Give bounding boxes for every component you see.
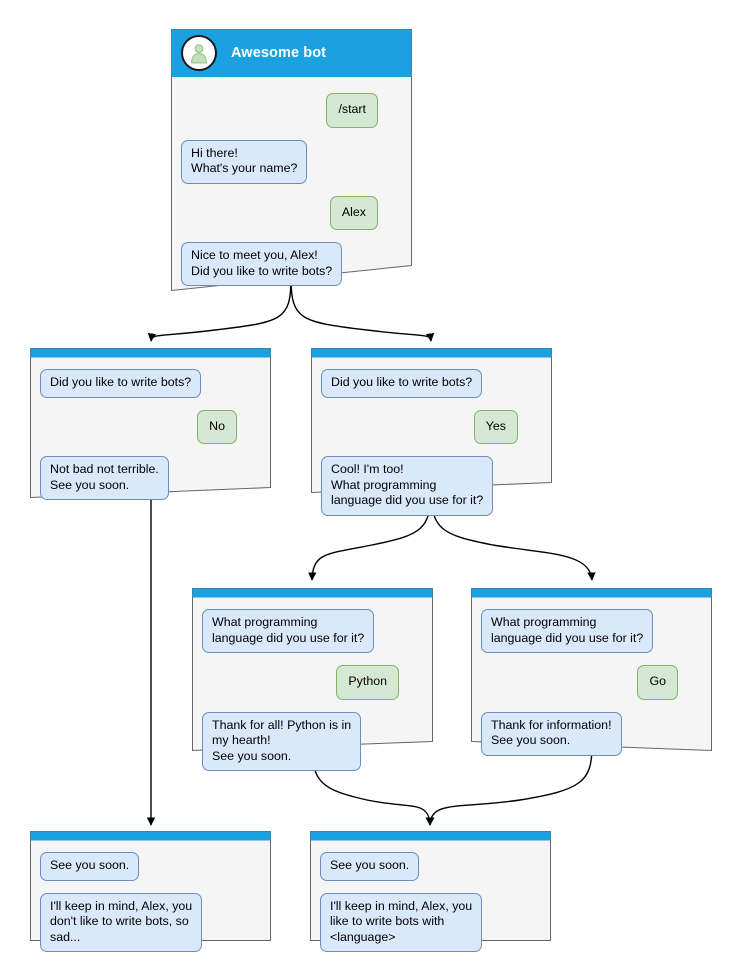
root-chat-area: /start Hi there! What's your name? Alex … (171, 83, 412, 298)
user-message-bubble[interactable]: Yes (473, 409, 518, 444)
end-happy-chat-area: See you soon. I'll keep in mind, Alex, y… (310, 842, 551, 964)
message-row: See you soon. (320, 852, 541, 881)
user-message-bubble[interactable]: /start (326, 93, 378, 128)
bot-message-bubble[interactable]: Did you like to write bots? (321, 369, 483, 398)
bot-message-bubble[interactable]: Thank for information! See you soon. (481, 711, 622, 756)
node-go-branch[interactable]: What programming language did you use fo… (471, 588, 712, 756)
message-row: What programming language did you use fo… (481, 609, 702, 653)
node-root[interactable]: Awesome bot /start Hi there! What's your… (171, 29, 412, 291)
node-header-strip (30, 348, 271, 357)
message-row: Hi there! What's your name? (181, 139, 402, 184)
bot-message-bubble[interactable]: What programming language did you use fo… (481, 609, 654, 653)
node-header-strip (311, 348, 552, 357)
message-row: What programming language did you use fo… (202, 609, 423, 653)
bot-message-bubble[interactable]: See you soon. (40, 852, 140, 881)
bot-message-bubble[interactable]: What programming language did you use fo… (202, 609, 375, 653)
yes-branch-chat-area: Did you like to write bots? Yes Cool! I'… (311, 359, 552, 528)
end-sad-chat-area: See you soon. I'll keep in mind, Alex, y… (30, 842, 271, 964)
user-message-bubble[interactable]: No (197, 409, 237, 444)
person-avatar-icon (181, 35, 217, 71)
message-row: See you soon. (40, 852, 261, 881)
message-row: I'll keep in mind, Alex, you don't like … (40, 892, 261, 952)
go-branch-chat-area: What programming language did you use fo… (471, 599, 712, 768)
bot-message-bubble[interactable]: See you soon. (320, 852, 420, 881)
bot-message-bubble[interactable]: Nice to meet you, Alex! Did you like to … (181, 242, 343, 286)
message-row: Did you like to write bots? (321, 369, 542, 398)
bot-message-bubble[interactable]: Not bad not terrible. See you soon. (40, 456, 169, 500)
bot-message-bubble[interactable]: Thank for all! Python is in my hearth! S… (202, 711, 362, 771)
message-row: I'll keep in mind, Alex, you like to wri… (320, 892, 541, 952)
user-message-bubble[interactable]: Alex (329, 195, 378, 230)
node-header-strip (471, 588, 712, 597)
user-message-bubble[interactable]: Python (336, 665, 399, 700)
python-branch-chat-area: What programming language did you use fo… (192, 599, 433, 783)
message-row: Thank for all! Python is in my hearth! S… (202, 711, 423, 771)
message-row: Yes (321, 409, 542, 444)
message-row: Alex (181, 195, 402, 230)
message-row: Did you like to write bots? (40, 369, 261, 398)
bot-message-bubble[interactable]: Did you like to write bots? (40, 369, 202, 398)
message-row: No (40, 409, 261, 444)
bot-message-bubble[interactable]: I'll keep in mind, Alex, you like to wri… (320, 892, 483, 952)
node-header-strip (192, 588, 433, 597)
message-row: Not bad not terrible. See you soon. (40, 456, 261, 500)
node-header-strip (310, 831, 551, 840)
bot-message-bubble[interactable]: Cool! I'm too! What programming language… (321, 456, 494, 516)
node-no-branch[interactable]: Did you like to write bots? No Not bad n… (30, 348, 271, 500)
root-titlebar: Awesome bot (171, 29, 412, 77)
node-header-strip (30, 831, 271, 840)
message-row: Go (481, 665, 702, 700)
no-branch-chat-area: Did you like to write bots? No Not bad n… (30, 359, 271, 512)
message-row: Nice to meet you, Alex! Did you like to … (181, 242, 402, 286)
user-message-bubble[interactable]: Go (637, 665, 678, 700)
bot-message-bubble[interactable]: Hi there! What's your name? (181, 139, 308, 184)
node-python-branch[interactable]: What programming language did you use fo… (192, 588, 433, 771)
node-end-sad[interactable]: See you soon. I'll keep in mind, Alex, y… (30, 831, 271, 952)
node-yes-branch[interactable]: Did you like to write bots? Yes Cool! I'… (311, 348, 552, 516)
message-row: Thank for information! See you soon. (481, 711, 702, 756)
message-row: Python (202, 665, 423, 700)
node-end-happy[interactable]: See you soon. I'll keep in mind, Alex, y… (310, 831, 551, 952)
message-row: Cool! I'm too! What programming language… (321, 456, 542, 516)
bot-message-bubble[interactable]: I'll keep in mind, Alex, you don't like … (40, 892, 203, 952)
message-row: /start (181, 93, 402, 128)
bot-name-label: Awesome bot (231, 45, 327, 61)
